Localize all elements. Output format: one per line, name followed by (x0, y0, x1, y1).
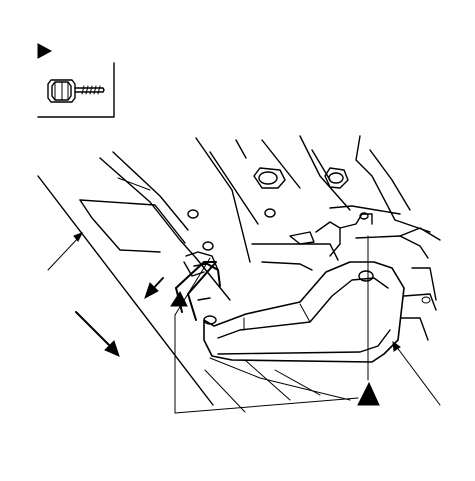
legend-box-frame (37, 62, 115, 118)
flange-bolt-icon (47, 79, 105, 103)
callout-marker-triangle (357, 381, 380, 406)
legend-marker-triangle (37, 43, 53, 59)
floor-hole (328, 172, 344, 184)
floor-hole (264, 208, 276, 218)
floor-hole (187, 209, 199, 219)
direction-arrows (75, 277, 164, 357)
underbody-structure (37, 135, 441, 413)
floor-hole (258, 171, 278, 185)
legend (37, 43, 115, 118)
callout-marker-triangle (170, 290, 188, 307)
undercover-panel (203, 261, 405, 363)
forward-direction-arrow (75, 311, 113, 349)
panel-bolt-hole (358, 270, 374, 282)
front-bracket (175, 251, 221, 321)
panel-clip-hole (203, 315, 217, 325)
floor-hole (202, 241, 214, 251)
mount-hole (359, 212, 369, 220)
